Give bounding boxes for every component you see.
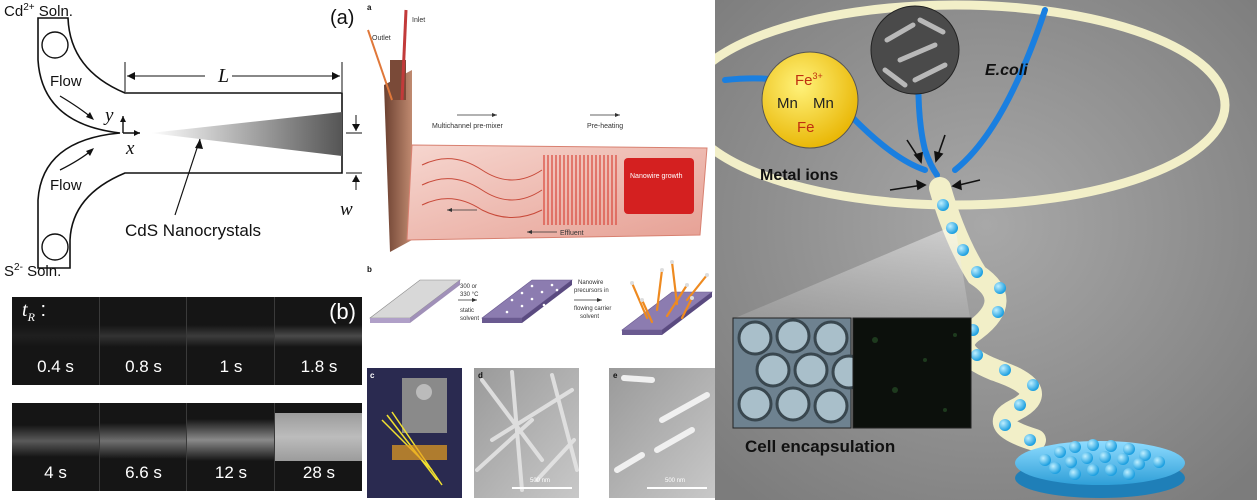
- subpanel-tag-c: c: [370, 371, 375, 380]
- outlet-tube: [367, 29, 393, 101]
- nanocrystals-label: CdS Nanocrystals: [125, 221, 261, 240]
- flow-top-label: Flow: [50, 73, 82, 90]
- premixer-channels: [421, 158, 543, 218]
- inlet-tube: [400, 9, 408, 101]
- channel-outline: [37, 17, 343, 269]
- timeseries-panel: tR : (b) 0.4 s 0.8 s 1 s 1.8 s 4 s 6.6 s: [0, 285, 362, 500]
- step2-line4: solvent: [580, 314, 599, 320]
- s-solution-label: S2- Soln.: [4, 262, 61, 280]
- frame-6-6s: 6.6 s: [99, 403, 187, 491]
- flow-bottom-label: Flow: [50, 177, 82, 194]
- scale-label-d: 500 nm: [530, 478, 550, 484]
- sem-image-e: [609, 368, 715, 498]
- seeded-substrate: [481, 279, 573, 319]
- frame-0-4s: 0.4 s: [12, 297, 99, 385]
- subpanel-tag-e: e: [613, 371, 618, 380]
- metal-ions-sphere: [761, 51, 859, 149]
- sem-e-nanowires: [614, 375, 710, 473]
- timeseries-row-2: 4 s 6.6 s 12 s 28 s: [12, 403, 362, 491]
- droplets: [937, 199, 1039, 446]
- frame-0-8s: 0.8 s: [99, 297, 187, 385]
- scale-label-e: 500 nm: [665, 478, 685, 484]
- inset-fluorescence-spots: [872, 333, 957, 412]
- chip-holder: [384, 70, 412, 252]
- frame-1-8s: 1.8 s: [274, 297, 362, 385]
- bare-substrate: [369, 279, 461, 319]
- subpanel-tag-a: a: [367, 3, 372, 12]
- inset-fluorescence: [852, 317, 972, 429]
- ion-fe-bottom: Fe: [797, 119, 815, 136]
- outlet-label: Outlet: [372, 35, 391, 42]
- premixer-label: Multichannel pre-mixer: [432, 123, 503, 130]
- frame-12s: 12 s: [186, 403, 275, 491]
- ecoli-label: E.coli: [985, 62, 1028, 79]
- channel-schematic: L y x w Flow Flow CdS Nanocrystals Cd2+ …: [4, 2, 362, 280]
- dish-beads: [1039, 439, 1165, 480]
- channel-schematic-panel: L y x w Flow Flow CdS Nanocrystals Cd2+ …: [0, 0, 362, 282]
- metal-ions-label: Metal ions: [760, 167, 838, 184]
- s-reservoir: [41, 233, 69, 261]
- step1-line3: static: [460, 308, 474, 314]
- subpanel-tag-b: b: [367, 265, 372, 274]
- nanowire-reactor-panel: a Outlet Inlet Na: [362, 0, 715, 500]
- tr-label: tR :: [22, 299, 47, 324]
- cell-encapsulation-panel: Fe3+ Mn Mn Fe Metal ions E.coli: [715, 0, 1257, 500]
- nanowire-tips: [630, 260, 709, 302]
- step2-line1: Nanowire: [578, 280, 604, 286]
- step1-line1: 300 or: [460, 284, 477, 290]
- x-label: x: [125, 138, 135, 159]
- ion-mn-left: Mn: [777, 95, 798, 112]
- inlet-label: Inlet: [412, 17, 425, 24]
- w-label: w: [340, 199, 353, 220]
- inset-cells: [737, 318, 867, 424]
- cell-encapsulation-figure: Fe3+ Mn Mn Fe Metal ions E.coli: [715, 0, 1257, 500]
- nanowire-reactor-figure: a Outlet Inlet Na: [367, 3, 715, 498]
- grown-nanowires: [630, 260, 709, 324]
- L-label: L: [217, 65, 229, 87]
- frame-28s: 28 s: [274, 403, 362, 491]
- ion-fe-top: Fe3+: [795, 71, 823, 89]
- cd-reservoir: [41, 31, 69, 59]
- nanowire-substrate: [621, 291, 713, 331]
- step1-line4: solvent: [460, 316, 479, 322]
- cell-encapsulation-label: Cell encapsulation: [745, 437, 895, 456]
- effluent-label: Effluent: [560, 230, 584, 237]
- ecoli-rods: [882, 17, 948, 88]
- seed-dots: [505, 283, 559, 314]
- frame-4s: 4 s: [12, 403, 99, 491]
- y-label: y: [103, 105, 114, 126]
- nanowire-growth-chamber: [624, 158, 694, 214]
- cd-solution-label: Cd2+ Soln.: [4, 2, 73, 20]
- zoom-beam: [735, 225, 970, 318]
- step2-line3: flowing carrier: [574, 306, 611, 312]
- sem-d-nanowires: [475, 370, 579, 492]
- panel-tag-b: (b): [329, 299, 356, 324]
- frame-1s: 1 s: [186, 297, 275, 385]
- junction-arrows: [889, 134, 981, 191]
- preheating-serpentine: [543, 155, 617, 225]
- step2-line2: precursors in: [574, 288, 609, 294]
- panel-tag-a: (a): [330, 7, 354, 29]
- timeseries-row-1: tR : (b) 0.4 s 0.8 s 1 s 1.8 s: [12, 297, 362, 385]
- subpanel-tag-d: d: [478, 371, 483, 380]
- nanocrystal-cone: [150, 112, 342, 156]
- step1-line2: 330 °C: [460, 292, 479, 298]
- preheating-label: Pre-heating: [587, 123, 623, 130]
- nanowire-growth-label: Nanowire growth: [630, 173, 683, 180]
- ion-mn-right: Mn: [813, 95, 834, 112]
